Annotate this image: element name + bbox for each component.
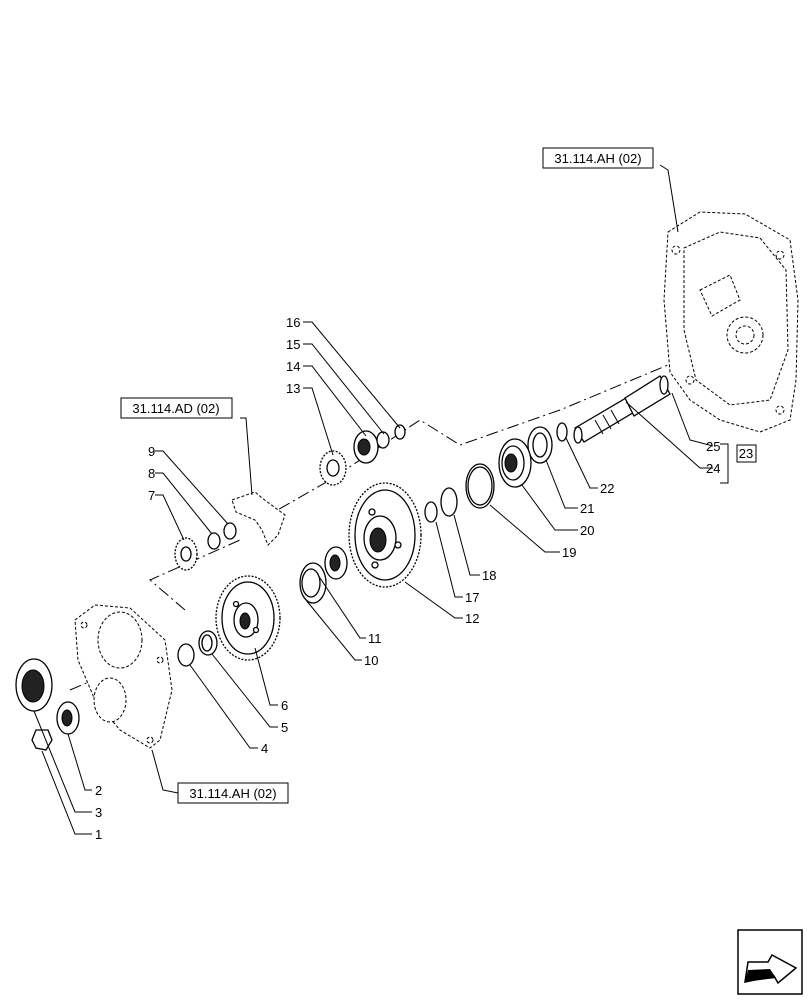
reference-label: 31.114.AH (02) [189, 786, 276, 801]
gear-6 [215, 575, 281, 661]
callout-13: 13 [286, 381, 300, 396]
ring-4 [177, 643, 195, 667]
callout-15: 15 [286, 337, 300, 352]
reference-box-mid[interactable]: 31.114.AD (02) [120, 397, 233, 419]
callout-25: 25 [706, 439, 720, 454]
transmission-housing-right [663, 211, 799, 433]
seal-2 [15, 658, 53, 712]
washer-21 [527, 426, 553, 464]
large-gear-12 [348, 482, 422, 588]
callout-3: 3 [95, 805, 102, 820]
snap-ring-18 [440, 487, 458, 517]
reference-box-top[interactable]: 31.114.AH (02) [542, 147, 654, 169]
callout-14: 14 [286, 359, 300, 374]
group-box-23: 23 [736, 444, 757, 463]
callout-9: 9 [148, 444, 155, 459]
leader-lines [33, 164, 729, 835]
callout-19: 19 [562, 545, 576, 560]
snap-ring-16 [394, 424, 406, 440]
ring-15 [376, 431, 390, 449]
callout-1: 1 [95, 827, 102, 842]
callout-21: 21 [580, 501, 594, 516]
arrow-icon[interactable] [737, 929, 803, 995]
reference-label: 31.114.AD (02) [132, 401, 219, 416]
ring-9 [223, 522, 237, 540]
nut-1 [31, 729, 53, 751]
bearing-11 [324, 546, 348, 580]
callout-6: 6 [281, 698, 288, 713]
spur-gear-7 [174, 537, 198, 571]
callout-12: 12 [465, 611, 479, 626]
sleeve-5 [198, 630, 218, 656]
callout-20: 20 [580, 523, 594, 538]
reference-label: 31.114.AH (02) [554, 151, 641, 166]
bearing-20 [498, 438, 532, 488]
shift-fork [231, 491, 286, 546]
callout-8: 8 [148, 466, 155, 481]
callout-22: 22 [600, 481, 614, 496]
callout-5: 5 [281, 720, 288, 735]
snap-ring-17 [424, 501, 438, 523]
callout-labels: 1 2 3 4 5 6 7 8 9 10 11 12 13 14 15 16 1… [95, 315, 720, 842]
callout-16: 16 [286, 315, 300, 330]
snap-ring-22 [556, 422, 568, 442]
reference-box-bottom[interactable]: 31.114.AH (02) [177, 782, 289, 804]
cover-housing-left [74, 604, 173, 749]
bearing-3 [56, 701, 80, 735]
bearing-14 [353, 430, 379, 464]
callout-4: 4 [261, 741, 268, 756]
callout-24: 24 [706, 461, 720, 476]
callout-10: 10 [364, 653, 378, 668]
callout-2: 2 [95, 783, 102, 798]
needle-bearing-10 [299, 562, 327, 604]
group-label: 23 [739, 446, 753, 461]
spur-gear-13 [319, 450, 347, 486]
callout-7: 7 [148, 488, 155, 503]
callout-17: 17 [465, 590, 479, 605]
callout-18: 18 [482, 568, 496, 583]
callout-11: 11 [368, 631, 382, 646]
ring-8 [207, 532, 221, 550]
ring-19 [465, 463, 495, 509]
output-shaft [573, 375, 671, 444]
